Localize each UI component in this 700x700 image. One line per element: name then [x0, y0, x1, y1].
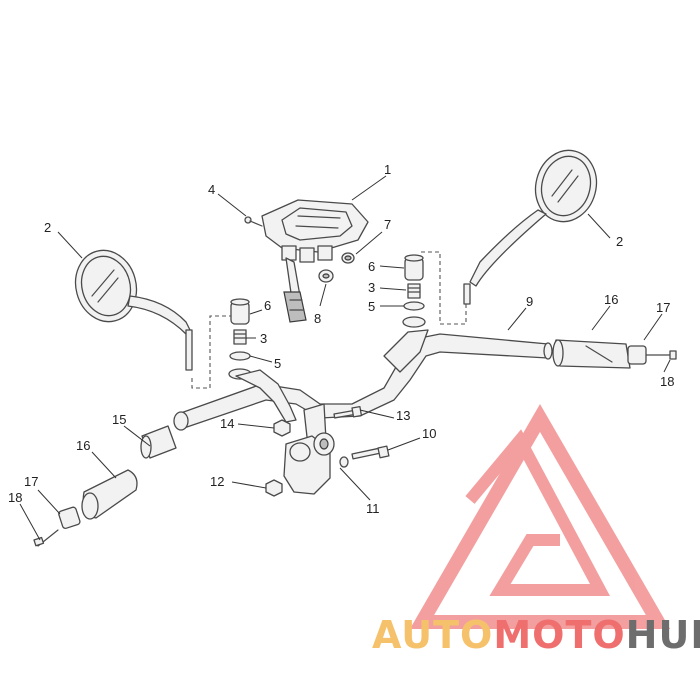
- instrument-cluster: [261, 199, 369, 323]
- callout-18-right: 18: [660, 374, 674, 389]
- callout-10: 10: [422, 426, 436, 441]
- bolt-13: [333, 405, 363, 419]
- callout-2-left: 2: [44, 220, 51, 235]
- left-inner-sleeve: [140, 425, 177, 459]
- right-riser-stack: [402, 254, 426, 328]
- callout-2-right: 2: [616, 234, 623, 249]
- callout-13: 13: [396, 408, 410, 423]
- nut-12: [265, 479, 283, 497]
- callout-14: 14: [220, 416, 234, 431]
- right-mirror: [418, 149, 598, 325]
- callout-5-left: 5: [274, 356, 281, 371]
- callout-15: 15: [112, 412, 126, 427]
- watermark-moto: MOTO: [493, 613, 625, 657]
- callout-18-left: 18: [8, 490, 22, 505]
- nut-14: [273, 419, 291, 437]
- callout-6-left: 6: [264, 298, 271, 313]
- callout-17-right: 17: [656, 300, 670, 315]
- callout-8: 8: [314, 311, 321, 326]
- callout-7: 7: [384, 217, 391, 232]
- callout-3-left: 3: [260, 331, 267, 346]
- screw-4: [244, 216, 263, 227]
- grommet-7: [341, 252, 355, 264]
- right-grip: [552, 339, 631, 369]
- left-bar-end: [33, 506, 81, 547]
- leader-lines: [19, 175, 671, 541]
- left-riser-stack: [228, 298, 252, 380]
- callout-1: 1: [384, 162, 391, 177]
- callout-labels: 1 2 2 3 3 4 5 5 6 6 7 8 9 10 11 12 13 14…: [8, 162, 674, 516]
- left-grip: [81, 469, 138, 520]
- left-mirror: [74, 249, 232, 389]
- callout-5-right: 5: [368, 299, 375, 314]
- watermark-logo-mark: [409, 404, 671, 629]
- callout-16-left: 16: [76, 438, 90, 453]
- callout-16-right: 16: [604, 292, 618, 307]
- callout-12: 12: [210, 474, 224, 489]
- watermark-hub: HUB: [626, 613, 700, 657]
- callout-11: 11: [366, 501, 380, 516]
- callout-3-right: 3: [368, 280, 375, 295]
- callout-17-left: 17: [24, 474, 38, 489]
- watermark-brand: AUTOMOTOHUB: [372, 613, 700, 657]
- callout-6-right: 6: [368, 259, 375, 274]
- bar-clamp: [283, 432, 335, 495]
- svg-text:AUTOMOTOHUB: AUTOMOTOHUB: [372, 613, 700, 657]
- handlebar: [173, 329, 553, 447]
- grommet-8: [318, 269, 334, 283]
- callout-4: 4: [208, 182, 215, 197]
- bolt-10: [339, 445, 390, 468]
- watermark-auto: AUTO: [372, 613, 493, 657]
- callout-9: 9: [526, 294, 533, 309]
- right-bar-end: [627, 345, 677, 365]
